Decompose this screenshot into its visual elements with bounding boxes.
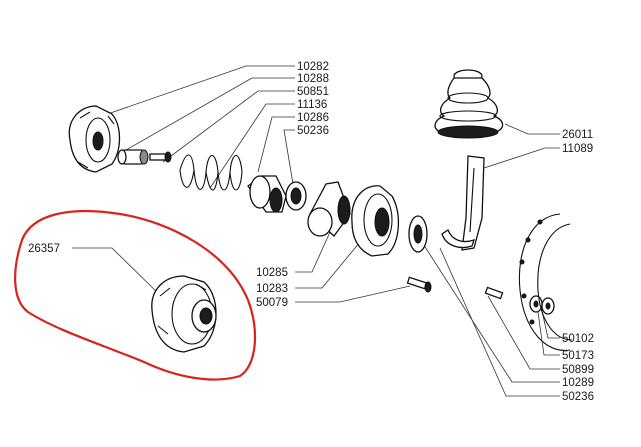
boot-26011 (434, 69, 504, 139)
label-10282: 10282 (297, 61, 329, 73)
cover-10282 (68, 105, 121, 173)
label-10285: 10285 (256, 267, 288, 279)
label-10286: 10286 (297, 112, 329, 124)
label-50236-upper: 50236 (297, 125, 329, 137)
label-10288: 10288 (297, 73, 329, 85)
spring-11136 (179, 154, 243, 191)
bushing-10288 (117, 149, 149, 165)
stud-50899 (484, 286, 504, 300)
label-50851: 50851 (297, 86, 329, 98)
bearing-10289 (408, 215, 428, 253)
cup-10286 (247, 175, 287, 213)
part-labels: 10282 10288 50851 11136 10286 50236 2601… (28, 61, 594, 403)
gearbox-housing (518, 213, 573, 351)
housing-26357 (151, 275, 217, 353)
label-10283: 10283 (256, 283, 288, 295)
label-10289: 10289 (562, 377, 594, 389)
label-11089: 11089 (562, 143, 593, 155)
label-50899: 50899 (562, 364, 594, 376)
cone-10285 (307, 181, 351, 237)
label-11136: 11136 (297, 99, 327, 111)
label-50079: 50079 (256, 297, 288, 309)
bolt-50079 (406, 276, 432, 293)
label-26011: 26011 (562, 129, 593, 141)
highlight-circle (14, 209, 257, 381)
leader-lines (72, 65, 560, 397)
label-26357: 26357 (28, 243, 60, 255)
label-50102: 50102 (562, 333, 594, 345)
screw-50851 (149, 151, 172, 163)
label-50236-lower: 50236 (562, 391, 594, 403)
flange-10283 (351, 185, 400, 257)
label-50173: 50173 (562, 350, 594, 362)
nut-50102 (541, 297, 555, 315)
lever-11089 (441, 155, 485, 251)
bearing-50236-upper (285, 181, 307, 211)
